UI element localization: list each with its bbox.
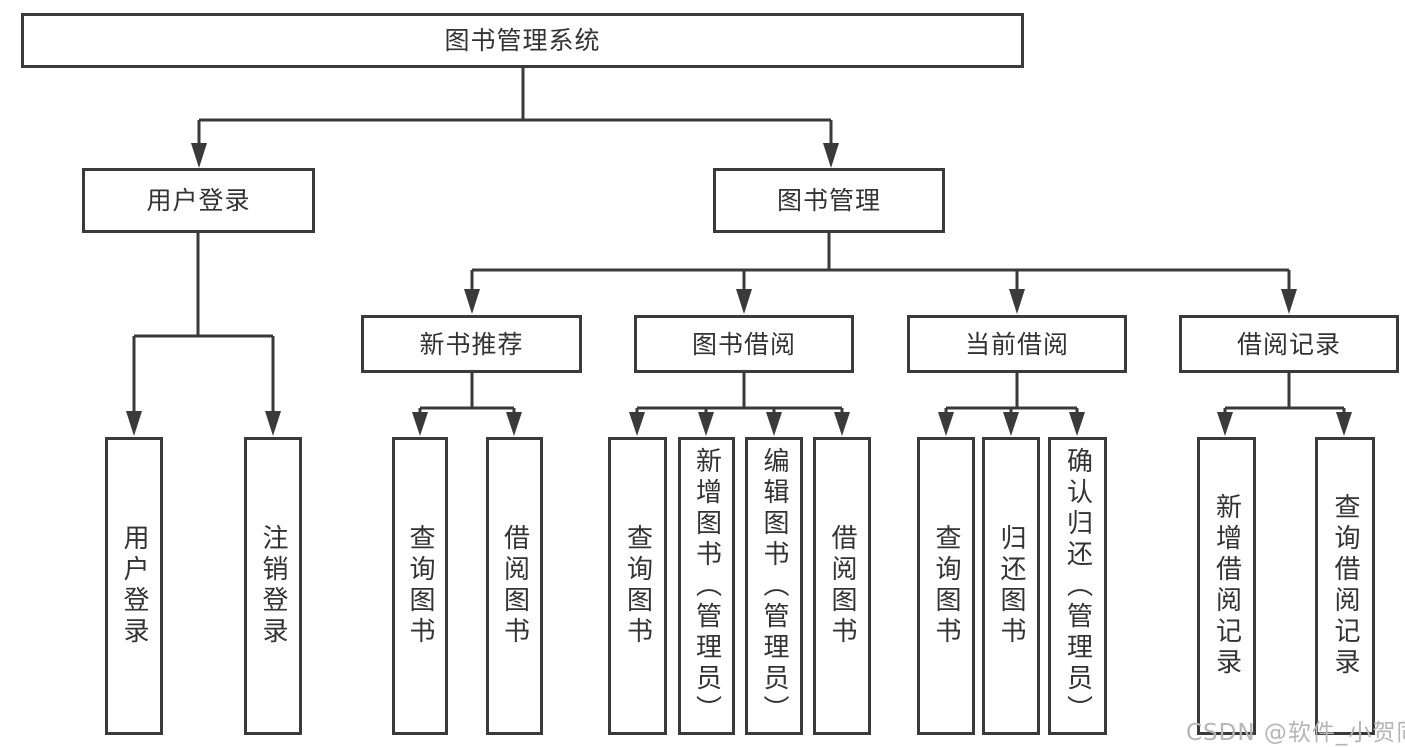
arrowhead bbox=[506, 412, 522, 436]
arrowhead bbox=[629, 412, 645, 436]
leaf-query-book-borrow: 查询图书 bbox=[608, 437, 667, 735]
leaf-borrow-book-recommend-label: 借阅图书 bbox=[499, 524, 530, 648]
leaf-borrow-book: 借阅图书 bbox=[813, 437, 871, 735]
leaf-edit-book-admin: 编辑图书（管理员） bbox=[745, 437, 803, 735]
arrowhead bbox=[1009, 289, 1025, 314]
node-system-root: 图书管理系统 bbox=[21, 13, 1024, 68]
arrowhead bbox=[1069, 412, 1085, 436]
leaf-query-borrow-record-label: 查询借阅记录 bbox=[1330, 493, 1360, 679]
leaf-add-borrow-record-label: 新增借阅记录 bbox=[1211, 493, 1242, 679]
node-user-login-label: 用户登录 bbox=[146, 186, 251, 215]
leaf-confirm-return-admin-label: 确认归还（管理员） bbox=[1062, 446, 1093, 726]
node-book-borrow-label: 图书借阅 bbox=[691, 329, 796, 359]
leaf-query-book-recommend: 查询图书 bbox=[392, 437, 448, 735]
leaf-borrow-book-recommend: 借阅图书 bbox=[486, 437, 543, 735]
arrowhead bbox=[834, 412, 850, 436]
leaf-borrow-book-label: 借阅图书 bbox=[827, 524, 857, 648]
leaf-logout-label: 注销登录 bbox=[258, 524, 288, 648]
node-borrow-records: 借阅记录 bbox=[1179, 315, 1399, 373]
arrowhead bbox=[1217, 412, 1233, 436]
node-new-book-recommend-label: 新书推荐 bbox=[419, 329, 524, 359]
node-current-borrow: 当前借阅 bbox=[907, 315, 1127, 373]
arrowhead bbox=[191, 143, 207, 168]
node-current-borrow-label: 当前借阅 bbox=[964, 329, 1069, 359]
node-new-book-recommend: 新书推荐 bbox=[361, 315, 582, 373]
arrowhead bbox=[736, 289, 752, 314]
arrowhead bbox=[766, 412, 782, 436]
leaf-return-book-label: 归还图书 bbox=[996, 524, 1026, 648]
csdn-watermark: CSDN @软件_小贺同学 bbox=[1186, 720, 1405, 746]
leaf-query-book-current-label: 查询图书 bbox=[931, 524, 961, 648]
leaf-user-login: 用户登录 bbox=[105, 437, 163, 735]
node-user-login: 用户登录 bbox=[82, 168, 315, 233]
node-book-management-label: 图书管理 bbox=[776, 186, 881, 215]
leaf-confirm-return-admin: 确认归还（管理员） bbox=[1048, 437, 1107, 735]
arrowhead bbox=[823, 143, 839, 168]
leaf-logout: 注销登录 bbox=[244, 437, 302, 735]
arrowhead bbox=[265, 411, 281, 436]
leaf-add-book-admin-label: 新增图书（管理员） bbox=[691, 446, 722, 726]
leaf-user-login-label: 用户登录 bbox=[119, 524, 149, 648]
arrowhead bbox=[1003, 412, 1019, 436]
arrowhead bbox=[938, 412, 954, 436]
arrowhead bbox=[412, 412, 428, 436]
leaf-add-borrow-record: 新增借阅记录 bbox=[1197, 437, 1256, 735]
leaf-add-book-admin: 新增图书（管理员） bbox=[678, 437, 735, 735]
node-book-management: 图书管理 bbox=[713, 168, 945, 233]
leaf-edit-book-admin-label: 编辑图书（管理员） bbox=[759, 446, 789, 726]
leaf-query-borrow-record: 查询借阅记录 bbox=[1315, 437, 1375, 735]
arrowhead bbox=[464, 289, 480, 314]
arrowhead bbox=[1281, 289, 1297, 314]
node-book-borrow: 图书借阅 bbox=[634, 315, 854, 373]
leaf-return-book: 归还图书 bbox=[982, 437, 1040, 735]
arrowhead bbox=[698, 412, 714, 436]
leaf-query-book-recommend-label: 查询图书 bbox=[405, 524, 435, 648]
leaf-query-book-borrow-label: 查询图书 bbox=[622, 524, 653, 648]
node-borrow-records-label: 借阅记录 bbox=[1236, 329, 1341, 359]
arrowhead bbox=[126, 411, 142, 436]
node-system-root-label: 图书管理系统 bbox=[444, 26, 601, 55]
arrowhead bbox=[1336, 412, 1352, 436]
leaf-query-book-current: 查询图书 bbox=[917, 437, 975, 735]
